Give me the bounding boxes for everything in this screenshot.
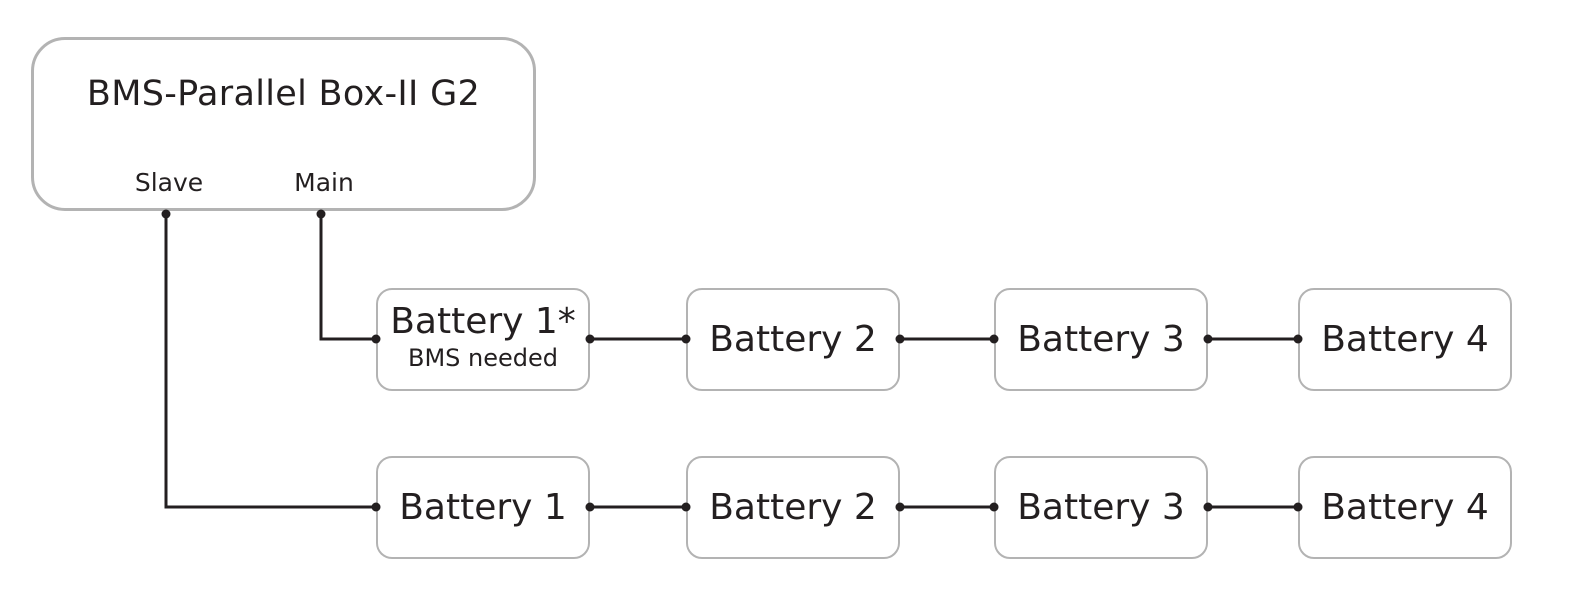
battery-label: Battery 2: [709, 486, 877, 528]
battery-label: Battery 1: [399, 486, 567, 528]
battery-label: Battery 3: [1017, 486, 1185, 528]
slave-chain-battery-4: Battery 4: [1298, 456, 1512, 559]
main-port-wire: [319, 214, 376, 341]
battery-note: BMS needed: [407, 344, 558, 372]
battery-label: Battery 4: [1321, 318, 1489, 360]
main-port-label: Main: [294, 168, 354, 197]
main-chain-battery-2: Battery 2: [686, 288, 900, 391]
battery-label: Battery 4: [1321, 486, 1489, 528]
main-chain-battery-1: Battery 1* BMS needed: [376, 288, 590, 391]
parallel-box-controller: BMS-Parallel Box-II G2 Slave Main: [31, 37, 536, 211]
battery-label: Battery 3: [1017, 318, 1185, 360]
main-chain-battery-3: Battery 3: [994, 288, 1208, 391]
battery-label: Battery 1*: [390, 301, 576, 343]
slave-port-wire: [164, 214, 376, 509]
slave-chain-battery-2: Battery 2: [686, 456, 900, 559]
slave-port-label: Slave: [134, 168, 204, 197]
slave-chain-battery-1: Battery 1: [376, 456, 590, 559]
battery-label: Battery 2: [709, 318, 877, 360]
controller-title: BMS-Parallel Box-II G2: [86, 74, 481, 114]
main-chain-battery-4: Battery 4: [1298, 288, 1512, 391]
slave-chain-battery-3: Battery 3: [994, 456, 1208, 559]
